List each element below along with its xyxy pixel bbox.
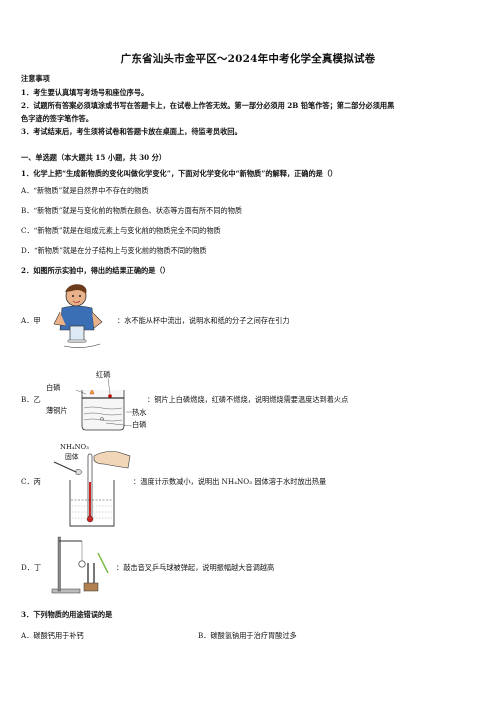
- q1-option-b: B．“新物质”就是与变化前的物质在颜色、状态等方面有所不同的物质: [21, 206, 243, 215]
- section-heading: 一、单选题（本大题共 15 小题，共 30 分）: [21, 153, 167, 162]
- q3-option-a: A．碳酸钙用于补钙: [21, 631, 84, 640]
- notice-item-2: 2．试题所有答案必须填涂或书写在答题卡上，在试卷上作答无效。第一部分必须用 2B…: [21, 101, 395, 110]
- label-white-phosphorus: 白磷: [46, 383, 61, 392]
- q3-stem: 3．下列物质的用途错误的是: [21, 610, 113, 619]
- q1-stem: 1．化学上把“生成新物质的变化叫做化学变化”，下面对化学变化中“新物质”的解释，…: [21, 169, 338, 178]
- notice-item-3: 3．考试结束后，考生须将试卷和答题卡放在桌面上，待监考员收回。: [21, 127, 242, 136]
- q1-option-d: D．“新物质”就是在分子结构上与变化前的物质不同的物质: [21, 246, 207, 255]
- q1-option-c: C．“新物质”就是在组成元素上与变化前的物质完全不同的物质: [21, 226, 221, 235]
- label-copper-sheet: 薄铜片: [46, 406, 68, 415]
- q2-option-b-text: ：铜片上白磷燃烧，红磷不燃烧，说明燃烧需要温度达到着火点: [147, 395, 349, 404]
- q2-stem: 2．如图所示实验中，得出的结果正确的是（）: [21, 266, 170, 275]
- label-hot-water: 热水: [132, 408, 147, 417]
- label-white-phosphorus-2: 白磷: [132, 420, 147, 429]
- notice-item-1: 1．考生要认真填写考场号和座位序号。: [21, 88, 149, 97]
- q2-option-a-label: A．甲: [21, 316, 41, 325]
- q2-option-b-label: B．乙: [21, 395, 41, 404]
- q1-option-a: A．“新物质”就是自然界中不存在的物质: [21, 186, 149, 195]
- notice-item-2-cont: 色字迹的签字笔作答。: [21, 114, 93, 123]
- q2-option-d-text: ：敲击音叉乒乓球被弹起，说明振幅越大音调越高: [116, 563, 275, 572]
- notice-heading: 注意事项: [21, 74, 50, 83]
- q2-option-d-label: D．丁: [21, 563, 42, 572]
- label-nh4no3: NH₄NO₃: [60, 443, 89, 451]
- boy-water-cup-figure: [53, 284, 103, 348]
- phosphorus-combustion-figure: [75, 377, 133, 431]
- q2-option-a-text: ：水不能从杯中流出，说明水和纸的分子之间存在引力: [117, 316, 290, 325]
- label-red-phosphorus: 红磷: [96, 370, 111, 379]
- q2-option-c-label: C．丙: [21, 477, 41, 486]
- q2-option-c-text: ：温度计示数减小，说明出 NH₄NO₃ 固体溶于水时放出热量: [133, 477, 327, 486]
- thermometer-beaker-figure: [53, 451, 131, 527]
- label-solid: 固体: [65, 453, 79, 461]
- q3-option-b: B．碳酸氢钠用于治疗胃酸过多: [198, 631, 297, 640]
- tuning-fork-figure: [51, 536, 109, 594]
- page-title: 广东省汕头市金平区～2024年中考化学全真模拟试卷: [120, 53, 376, 65]
